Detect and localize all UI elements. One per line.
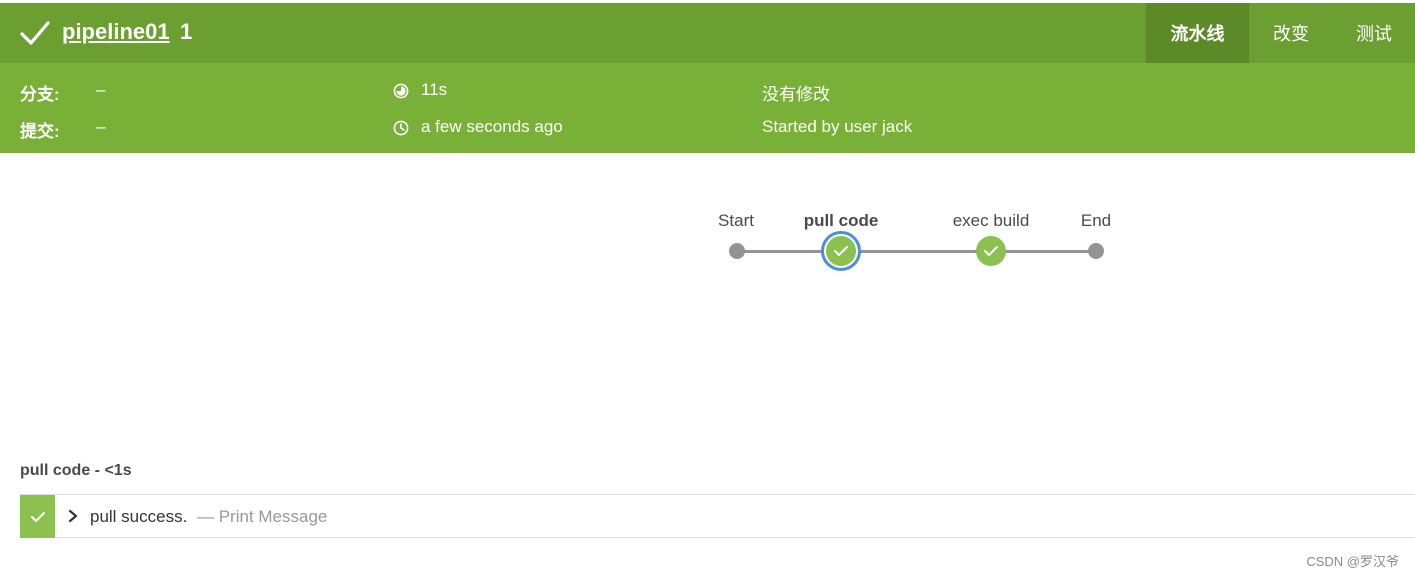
check-icon [984,246,998,256]
step-row[interactable]: pull success. — Print Message [20,494,1415,538]
tab-changes[interactable]: 改变 [1273,24,1309,44]
commit-label: 提交: [20,122,60,141]
run-duration: 11s [421,80,448,99]
top-edge [0,0,1415,3]
stage-node-exec-build[interactable] [976,236,1006,266]
run-time-ago: a few seconds ago [421,117,563,136]
chevron-right-icon[interactable] [67,509,79,523]
run-number: 1 [180,19,193,44]
run-metadata: 分支: – 提交: – 11s a few seconds ago 没有修改 S… [0,63,1415,153]
step-status-success [20,495,55,538]
check-icon [30,511,45,522]
tab-tests[interactable]: 测试 [1356,24,1392,44]
commit-value: – [96,117,106,136]
clock-icon [393,120,409,136]
tab-pipeline[interactable]: 流水线 [1146,3,1249,63]
stage-label-start: Start [718,211,754,230]
run-header: pipeline01 1 流水线 改变 测试 [0,3,1415,63]
changes-summary: 没有修改 [762,85,830,104]
branch-label: 分支: [20,85,60,104]
step-text: pull success. [90,507,188,526]
step-description: — Print Message [197,507,328,526]
step-detail-title: pull code - <1s [20,462,132,479]
stage-label-end: End [1080,211,1112,230]
run-cause: Started by user jack [762,117,913,136]
pipeline-connector [737,250,1096,253]
stage-node-pull-code[interactable] [821,231,861,271]
check-icon [834,246,848,256]
run-tabs: 流水线 改变 测试 [1146,3,1415,63]
stage-node-start [729,243,745,259]
branch-value: – [96,80,106,99]
stage-label-pull-code[interactable]: pull code [803,211,879,230]
pipeline-title-link[interactable]: pipeline01 [62,19,170,44]
stage-label-exec-build[interactable]: exec build [952,211,1030,230]
watermark: CSDN @罗汉爷 [1306,554,1399,569]
check-icon [20,21,50,45]
stage-node-end [1088,243,1104,259]
pie-clock-icon [393,83,409,99]
